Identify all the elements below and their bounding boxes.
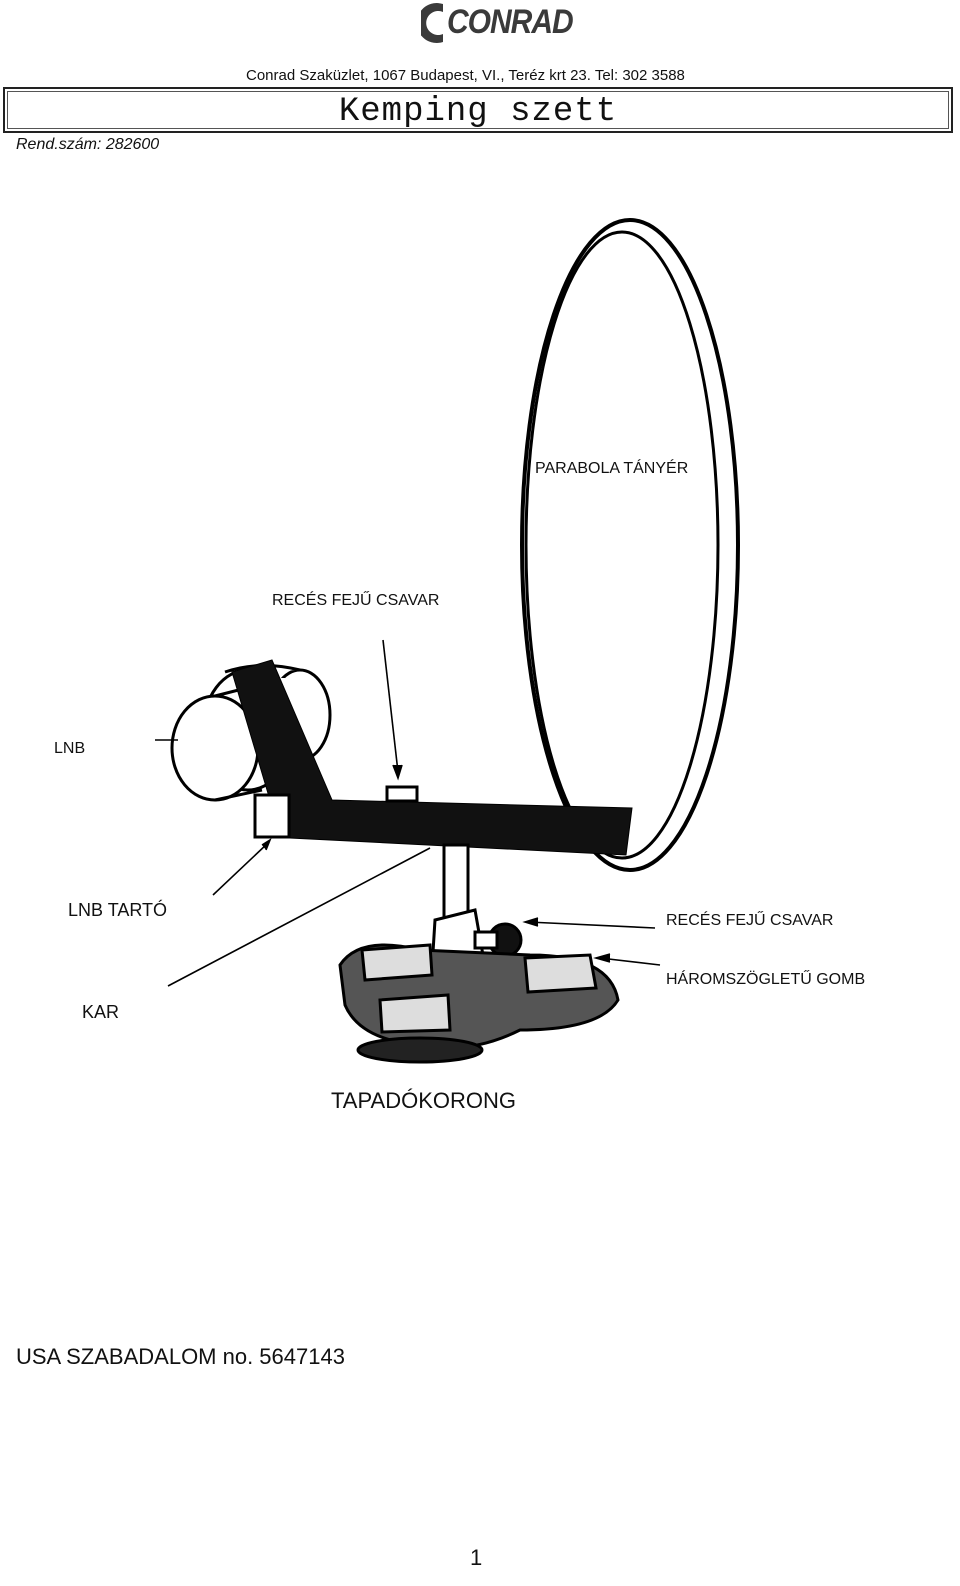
label-dish: PARABOLA TÁNYÉR [535,460,689,477]
conrad-logo [421,3,443,43]
suction-base [338,943,620,1064]
order-number: Rend.szám: 282600 [16,136,160,153]
satellite-dish-diagram [155,218,740,1064]
title-frame: Kemping szett [3,87,953,133]
label-lnb-holder: LNB TARTÓ [68,900,168,920]
label-knurled-screw-right: RECÉS FEJŰ CSAVAR [666,912,834,929]
logo-wordmark: CONRAD [447,3,574,41]
label-triangular-knob: HÁROMSZÖGLETŰ GOMB [666,971,866,988]
page-number: 1 [470,1545,483,1570]
parabolic-dish [520,218,740,872]
label-arm: KAR [82,1002,120,1022]
patent-note: USA SZABADALOM no. 5647143 [16,1344,345,1369]
document-title: Kemping szett [338,93,618,131]
leader-lines [155,639,661,987]
label-lnb: LNB [54,740,86,757]
label-knurled-screw-top: RECÉS FEJŰ CSAVAR [272,592,440,609]
label-suction-cup: TAPADÓKORONG [331,1088,516,1113]
lnb-bracket [231,659,633,856]
store-address: Conrad Szaküzlet, 1067 Budapest, VI., Te… [246,67,685,84]
